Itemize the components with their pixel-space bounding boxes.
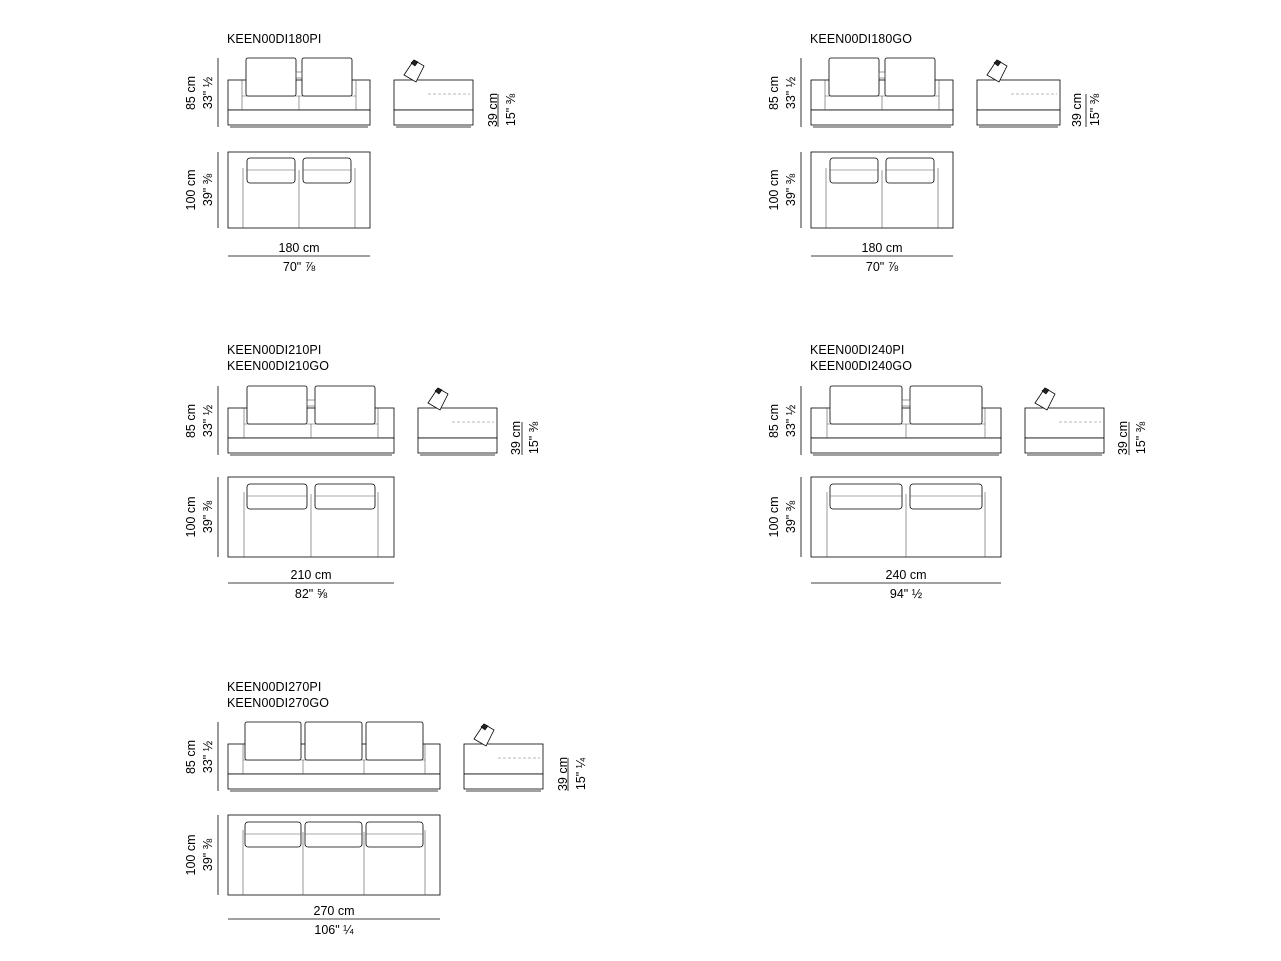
front-view bbox=[810, 57, 954, 128]
width-dimension: 240 cm 94" ½ bbox=[886, 568, 927, 601]
width-dimension: 270 cm 106" ¼ bbox=[314, 904, 355, 937]
width-cm-label: 180 cm bbox=[279, 241, 320, 255]
width-cm-label: 210 cm bbox=[291, 568, 332, 582]
plan-view bbox=[810, 151, 954, 229]
seat-in-label: 15" ⅜ bbox=[527, 421, 541, 454]
model-code-go: KEEN00DI210GO bbox=[227, 359, 330, 373]
height-cm-label: 85 cm bbox=[767, 404, 781, 438]
seat-cm-label: 39 cm bbox=[1070, 93, 1084, 127]
seat-in-label: 15" ⅜ bbox=[504, 93, 518, 126]
height-in-label: 33" ½ bbox=[201, 740, 215, 773]
depth-in-label: 39" ⅜ bbox=[201, 500, 215, 533]
width-in-label: 106" ¼ bbox=[314, 923, 354, 937]
width-cm-label: 270 cm bbox=[314, 904, 355, 918]
depth-in-label: 39" ⅜ bbox=[784, 173, 798, 206]
depth-dimension: 100 cm 39" ⅜ bbox=[184, 835, 215, 876]
side-view bbox=[463, 723, 544, 792]
model-code-pi: KEEN00DI240PI bbox=[810, 343, 905, 357]
model-block-180pi: KEEN00DI180PI bbox=[0, 0, 640, 300]
sofa-drawing: 85 cm 33" ½ 100 cm 39" ⅜ 39 cm 15" ⅜ 180… bbox=[767, 57, 1102, 274]
model-code: KEEN00DI180GO bbox=[810, 32, 913, 46]
seat-dimension: 39 cm 15" ⅜ bbox=[486, 93, 518, 127]
depth-cm-label: 100 cm bbox=[767, 170, 781, 211]
height-cm-label: 85 cm bbox=[767, 76, 781, 110]
depth-cm-label: 100 cm bbox=[184, 835, 198, 876]
height-in-label: 33" ½ bbox=[784, 76, 798, 109]
width-cm-label: 240 cm bbox=[886, 568, 927, 582]
plan-view bbox=[227, 151, 371, 229]
model-block-210: KEEN00DI210PI KEEN00DI210GO bbox=[0, 320, 640, 620]
height-dimension: 85 cm 33" ½ bbox=[184, 76, 215, 110]
seat-dimension: 39 cm 15" ¼ bbox=[556, 757, 588, 791]
width-in-label: 70" ⅞ bbox=[283, 260, 316, 274]
seat-cm-label: 39 cm bbox=[556, 757, 570, 791]
seat-cm-label: 39 cm bbox=[486, 93, 500, 127]
model-code-go: KEEN00DI270GO bbox=[227, 696, 330, 710]
width-in-label: 82" ⅝ bbox=[295, 587, 328, 601]
front-view bbox=[227, 721, 441, 792]
height-cm-label: 85 cm bbox=[184, 404, 198, 438]
side-view bbox=[417, 387, 498, 456]
seat-cm-label: 39 cm bbox=[1116, 421, 1130, 455]
model-block-240: KEEN00DI240PI KEEN00DI240GO bbox=[640, 320, 1280, 620]
model-code-pi: KEEN00DI270PI bbox=[227, 680, 322, 694]
depth-in-label: 39" ⅜ bbox=[201, 838, 215, 871]
height-in-label: 33" ½ bbox=[201, 404, 215, 437]
model-block-270: KEEN00DI270PI KEEN00DI270GO bbox=[0, 660, 640, 960]
model-code-pi: KEEN00DI210PI bbox=[227, 343, 322, 357]
side-view bbox=[393, 59, 474, 128]
width-in-label: 70" ⅞ bbox=[866, 260, 899, 274]
seat-dimension: 39 cm 15" ⅜ bbox=[1070, 93, 1102, 127]
height-dimension: 85 cm 33" ½ bbox=[184, 740, 215, 774]
height-dimension: 85 cm 33" ½ bbox=[767, 76, 798, 110]
side-view bbox=[976, 59, 1061, 128]
front-view bbox=[227, 57, 371, 128]
depth-cm-label: 100 cm bbox=[184, 170, 198, 211]
sofa-drawing: 85 cm 33" ½ 100 cm 39" ⅜ 39 cm 15" ⅜ 180… bbox=[184, 57, 518, 274]
side-view bbox=[1024, 387, 1105, 456]
model-block-180go: KEEN00DI180GO bbox=[640, 0, 1280, 300]
width-dimension: 180 cm 70" ⅞ bbox=[862, 241, 903, 274]
seat-cm-label: 39 cm bbox=[509, 421, 523, 455]
seat-dimension: 39 cm 15" ⅜ bbox=[509, 421, 541, 455]
seat-in-label: 15" ⅜ bbox=[1088, 93, 1102, 126]
height-in-label: 33" ½ bbox=[784, 404, 798, 437]
depth-in-label: 39" ⅜ bbox=[784, 500, 798, 533]
width-in-label: 94" ½ bbox=[890, 587, 923, 601]
width-dimension: 180 cm 70" ⅞ bbox=[279, 241, 320, 274]
front-view bbox=[227, 385, 395, 456]
sofa-drawing: 85 cm 33" ½ 100 cm 39" ⅜ 39 cm 15" ⅜ 210… bbox=[184, 385, 541, 601]
seat-in-label: 15" ⅜ bbox=[1134, 421, 1148, 454]
depth-in-label: 39" ⅜ bbox=[201, 173, 215, 206]
width-cm-label: 180 cm bbox=[862, 241, 903, 255]
sofa-drawing: 85 cm 33" ½ 100 cm 39" ⅜ 39 cm 15" ⅜ 240… bbox=[767, 385, 1148, 601]
seat-in-label: 15" ¼ bbox=[574, 757, 588, 790]
depth-cm-label: 100 cm bbox=[184, 497, 198, 538]
height-dimension: 85 cm 33" ½ bbox=[767, 404, 798, 438]
width-dimension: 210 cm 82" ⅝ bbox=[291, 568, 332, 601]
depth-dimension: 100 cm 39" ⅜ bbox=[184, 497, 215, 538]
plan-view bbox=[227, 476, 395, 558]
height-cm-label: 85 cm bbox=[184, 740, 198, 774]
front-view bbox=[810, 385, 1002, 456]
height-in-label: 33" ½ bbox=[201, 76, 215, 109]
plan-view bbox=[810, 476, 1002, 558]
depth-dimension: 100 cm 39" ⅜ bbox=[767, 170, 798, 211]
seat-dimension: 39 cm 15" ⅜ bbox=[1116, 421, 1148, 455]
model-code: KEEN00DI180PI bbox=[227, 32, 322, 46]
depth-dimension: 100 cm 39" ⅜ bbox=[184, 170, 215, 211]
model-code-go: KEEN00DI240GO bbox=[810, 359, 913, 373]
plan-view bbox=[227, 814, 441, 896]
sofa-drawing: 85 cm 33" ½ 100 cm 39" ⅜ 39 cm 15" ¼ 270… bbox=[184, 721, 588, 937]
depth-cm-label: 100 cm bbox=[767, 497, 781, 538]
height-dimension: 85 cm 33" ½ bbox=[184, 404, 215, 438]
height-cm-label: 85 cm bbox=[184, 76, 198, 110]
depth-dimension: 100 cm 39" ⅜ bbox=[767, 497, 798, 538]
